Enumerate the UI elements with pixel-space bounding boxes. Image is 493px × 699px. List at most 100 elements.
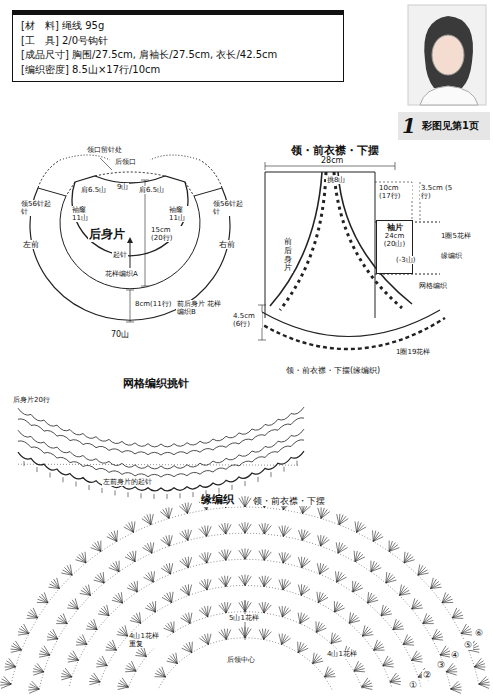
stitch-stroke (297, 461, 298, 466)
pattern-label: 前后身片 (283, 238, 293, 273)
stitch-stroke (80, 585, 91, 596)
stitch-stroke (279, 526, 291, 537)
stitch-stroke (91, 541, 101, 552)
stitch-stroke (199, 606, 211, 617)
pattern-label: 1圈5花样 (440, 232, 472, 240)
stitch-stroke (47, 629, 58, 640)
stitch-stroke (479, 676, 490, 688)
stitch-stroke (180, 493, 181, 498)
stitch-stroke (354, 551, 365, 562)
stitch-stroke (299, 529, 311, 540)
stitch-stroke (431, 578, 442, 589)
stitch-stroke (259, 576, 271, 587)
pattern-label: 70山 (110, 330, 130, 339)
stitch-stroke (313, 653, 324, 664)
pattern-label: 后身片20行 (12, 396, 51, 404)
stitch-stroke (219, 629, 231, 640)
stitch-stroke (349, 612, 360, 623)
stitch-stroke (389, 541, 399, 552)
stitch-stroke (245, 481, 246, 486)
stitch-stroke (317, 592, 328, 603)
pattern-label: 3.5cm (5行) (420, 184, 456, 200)
node-text: [编织密度] 8.5山×17行/10cm (21, 63, 335, 78)
stitch-stroke (167, 494, 168, 499)
pattern-label: 9山 (116, 183, 129, 191)
stitch-stroke (164, 621, 174, 632)
pattern-label: 左前身片的起针 (102, 478, 153, 486)
stitch-stroke (239, 496, 251, 507)
stitch-stroke (141, 493, 142, 498)
pattern-label: 4山1花样 (326, 650, 358, 658)
stitch-stroke (393, 619, 404, 630)
stitch-stroke (182, 642, 193, 653)
stitch-stroke (279, 579, 291, 590)
stitch-stroke (412, 651, 423, 662)
stitch-stroke (232, 485, 233, 490)
stitch-stroke (336, 542, 347, 553)
pattern-label: (-3山) (395, 256, 416, 264)
stitch-stroke (318, 535, 330, 546)
stitch-stroke (115, 490, 116, 495)
stitch-stroke (474, 658, 485, 670)
stitch-stroke (442, 592, 453, 602)
stitch-stroke (279, 606, 291, 617)
stitch-stroke (374, 640, 385, 650)
row-number: ② (422, 670, 432, 680)
stitch-stroke (18, 624, 29, 635)
stitch-stroke (298, 642, 309, 653)
stitch-stroke (451, 681, 462, 693)
stitch-stroke (105, 640, 116, 650)
pattern-label: 网格编织 (418, 282, 448, 290)
stitch-stroke (124, 522, 135, 533)
stitch-stroke (89, 485, 90, 490)
stitch-stroke (180, 529, 192, 540)
pattern-label: 起针 (112, 251, 128, 259)
stitch-stroke (179, 503, 191, 514)
row-number: ⑥ (474, 628, 484, 638)
stitch-stroke (386, 572, 397, 583)
stitch-stroke (144, 571, 155, 582)
stitch-stroke (368, 592, 379, 603)
stitch-stroke (75, 552, 86, 563)
materials-box: [材 料] 绳线 95g[工 具] 2/0号钩针[成品尺寸] 胸围/27.5cm… (12, 10, 344, 82)
stitch-stroke (316, 621, 326, 632)
stitch-stroke (125, 661, 136, 672)
pattern-label: 28cm (320, 156, 344, 165)
row-number: ③ (436, 660, 446, 670)
stitch-stroke (18, 451, 304, 491)
stitch-stroke (180, 584, 192, 595)
stitch-stroke (180, 557, 192, 568)
stitch-stroke (258, 477, 259, 482)
stitch-stroke (117, 625, 128, 636)
pattern-label: 4山1花样 重复 (128, 632, 166, 648)
stitch-stroke (39, 533, 450, 689)
stitch-stroke (452, 608, 463, 619)
stitch-stroke (279, 552, 291, 563)
stitch-stroke (383, 656, 394, 667)
stitch-stroke (353, 581, 363, 592)
stitch-stroke (127, 581, 137, 592)
row-number: ④ (450, 650, 460, 660)
edging-chart (0, 496, 490, 693)
pattern-label: 挑8山 (326, 176, 346, 184)
stitch-stroke (128, 492, 129, 497)
pattern-label: 后领中心 (226, 656, 256, 664)
garment-outline (258, 162, 445, 349)
stitch-stroke (155, 667, 166, 677)
stitch-stroke (167, 653, 178, 664)
stitch-stroke (142, 514, 154, 525)
stitch-stroke (18, 464, 300, 465)
stitch-stroke (325, 667, 336, 677)
pattern-label: 领・前衣襟・下摆(缘编织) (285, 366, 381, 375)
stitch-stroke (461, 624, 472, 635)
stitch-stroke (63, 477, 64, 482)
stitch-stroke (259, 602, 271, 613)
stitch-stroke (381, 605, 392, 616)
stitch-stroke (130, 612, 141, 623)
stitch-stroke (418, 564, 429, 575)
stitch-stroke (76, 481, 77, 486)
stitch-stroke (259, 549, 271, 560)
sleeve-box: 袖片24cm (20山) (376, 220, 413, 274)
stitch-stroke (109, 561, 119, 572)
node-text: 24cm (20山) (378, 232, 411, 248)
